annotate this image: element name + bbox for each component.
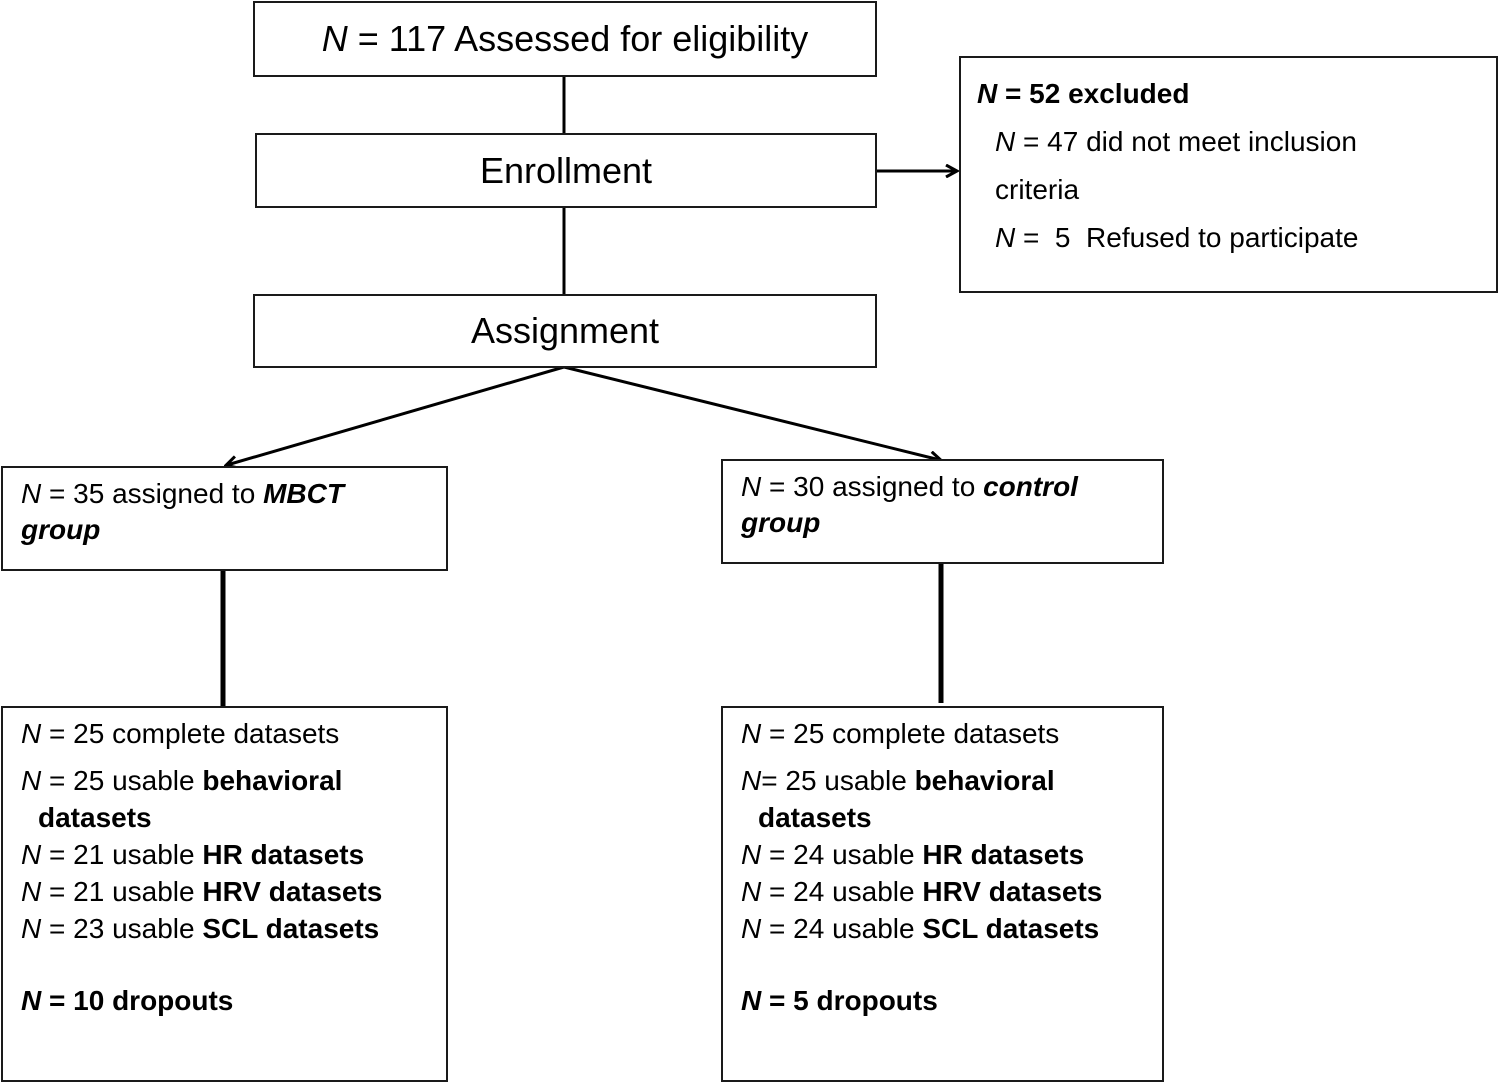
control-behavioral-datasets: datasets [758,802,872,833]
mbct-group-box: N = 35 assigned to MBCT group [1,466,448,571]
enrollment-label: Enrollment [479,149,653,191]
control-group-word: group [741,507,821,538]
control-results-box: N = 25 complete datasets N= 25 usable be… [721,706,1164,1082]
assignment-label: Assignment [470,310,660,351]
control-dropouts-line: N = 5 dropouts [741,985,938,1016]
enrollment-box: Enrollment [255,133,877,208]
n-symbol: N [321,18,348,59]
mbct-scl-line: N = 23 usable SCL datasets [21,913,380,944]
mbct-behavioral-line: N = 25 usable behavioral [21,765,343,796]
excluded-criteria-line: criteria [995,174,1080,205]
control-assigned-line: N = 30 assigned to control [741,471,1078,502]
mbct-behavioral-datasets: datasets [38,802,152,833]
assessed-label: = 117 Assessed for eligibility [347,18,809,59]
mbct-group-word: group [21,514,101,545]
excluded-inclusion-line: N = 47 did not meet inclusion [995,126,1357,157]
control-complete-line: N = 25 complete datasets [741,718,1060,749]
mbct-assigned-line: N = 35 assigned to MBCT [21,478,344,509]
mbct-hrv-line: N = 21 usable HRV datasets [21,876,383,907]
assignment-box: Assignment [253,294,877,368]
control-hr-line: N = 24 usable HR datasets [741,839,1085,870]
arrow-assignment-control [563,365,940,460]
excluded-refused-line: N = 5 Refused to participate [995,222,1359,253]
arrow-assignment-mbct [227,365,565,465]
control-hrv-line: N = 24 usable HRV datasets [741,876,1103,907]
mbct-dropouts-line: N = 10 dropouts [21,985,234,1016]
mbct-hr-line: N = 21 usable HR datasets [21,839,365,870]
assessed-text: N = 117 Assessed for eligibility [322,18,809,60]
assessed-box: N = 117 Assessed for eligibility [253,1,877,77]
control-behavioral-line: N= 25 usable behavioral [741,765,1055,796]
mbct-results-box: N = 25 complete datasets N = 25 usable b… [1,706,448,1082]
control-group-box: N = 30 assigned to control group [721,459,1164,564]
excluded-header: N = 52 excluded [977,78,1190,109]
mbct-complete-line: N = 25 complete datasets [21,718,340,749]
excluded-box: N = 52 excluded N = 47 did not meet incl… [959,56,1498,293]
control-scl-line: N = 24 usable SCL datasets [741,913,1100,944]
